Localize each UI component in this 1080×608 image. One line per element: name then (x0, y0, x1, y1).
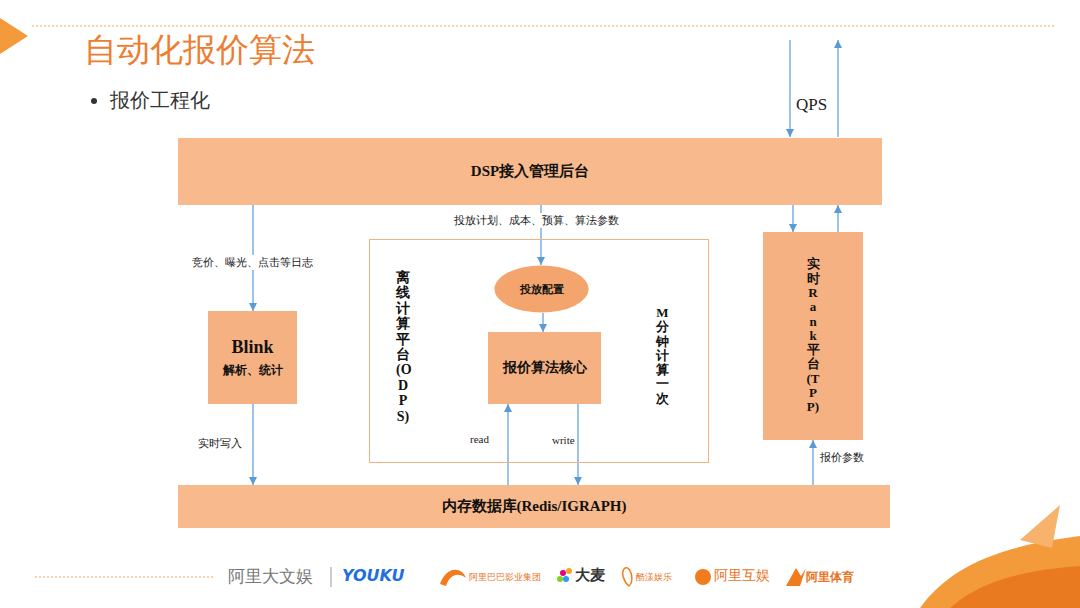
hutu-logo-icon (695, 569, 711, 585)
top-dotted-rule (32, 26, 1055, 27)
node-title: 报价算法核心 (503, 359, 587, 377)
flow-arrow (792, 205, 793, 232)
footer-logo-text: 阿里巴巴影业集团 (469, 571, 541, 584)
system-band: 内存数据库(Redis/IGRAPH) (178, 485, 890, 528)
platform-frame: 离线计算平台(ODPS) M分钟计算一次 投放配置报价算法核心 (369, 239, 709, 463)
corner-triangle (0, 18, 28, 54)
edge-label: write (550, 434, 577, 446)
node-title: Blink (231, 337, 273, 358)
pictures-logo-icon (440, 570, 466, 586)
flow-arrow (507, 404, 508, 485)
edge-label: 报价参数 (818, 450, 866, 465)
fox-decoration (920, 536, 1080, 608)
slide-label: 报价工程化 (110, 87, 210, 114)
node-title: 离线计算平台(ODPS) (396, 270, 410, 424)
qps-in-arrow (789, 40, 790, 137)
footer-logo-text: 酷漾娱乐 (636, 571, 672, 584)
node-title: 实时Rank平台(TPP) (807, 257, 820, 414)
ellipse-shape (494, 265, 588, 312)
damai-logo-icon (557, 568, 572, 582)
footer-logo-text: YOUKU (342, 566, 404, 585)
sports-logo-icon (786, 568, 806, 586)
bullet-dot (91, 98, 97, 104)
flow-arrow (812, 440, 813, 485)
node-subtitle: 解析、统计 (223, 362, 283, 379)
process-box: Blink 解析、统计 (208, 311, 297, 404)
flow-arrow (252, 404, 253, 485)
slide-title: 自动化报价算法 (84, 28, 315, 73)
footer-logo-text: 阿里大文娱 (228, 565, 313, 588)
slide-label: QPS (796, 95, 827, 115)
kuyang-logo-icon (623, 568, 632, 586)
qps-out-arrow (837, 40, 838, 137)
footer-logo-text: 大麦 (575, 566, 605, 585)
fox-shade (950, 566, 1080, 608)
node-title: 投放配置 (520, 282, 564, 297)
edge-label: 投放计划、成本、预算、算法参数 (452, 213, 621, 228)
edge-label: 实时写入 (196, 436, 244, 451)
flow-arrow (577, 404, 578, 485)
fox-ear (1020, 505, 1060, 548)
config-ellipse: 投放配置 (494, 265, 589, 313)
bottom-dotted-rule (35, 577, 214, 578)
edge-label: 竞价、曝光、点击等日志 (190, 255, 315, 270)
process-box: 报价算法核心 (488, 332, 601, 404)
node-subtitle: M分钟计算一次 (656, 306, 669, 406)
footer-logo-text: 阿里互娱 (714, 567, 770, 585)
system-band: DSP接入管理后台 (178, 138, 882, 205)
flow-arrow (837, 205, 838, 232)
flow-arrow (542, 313, 543, 332)
node-title: 内存数据库(Redis/IGRAPH) (442, 497, 627, 516)
footer-logo-text: 阿里体育 (806, 569, 854, 586)
process-box: 实时Rank平台(TPP) (763, 232, 863, 440)
edge-label: read (468, 433, 491, 445)
node-title: DSP接入管理后台 (471, 162, 589, 181)
footer-separator (331, 567, 332, 587)
